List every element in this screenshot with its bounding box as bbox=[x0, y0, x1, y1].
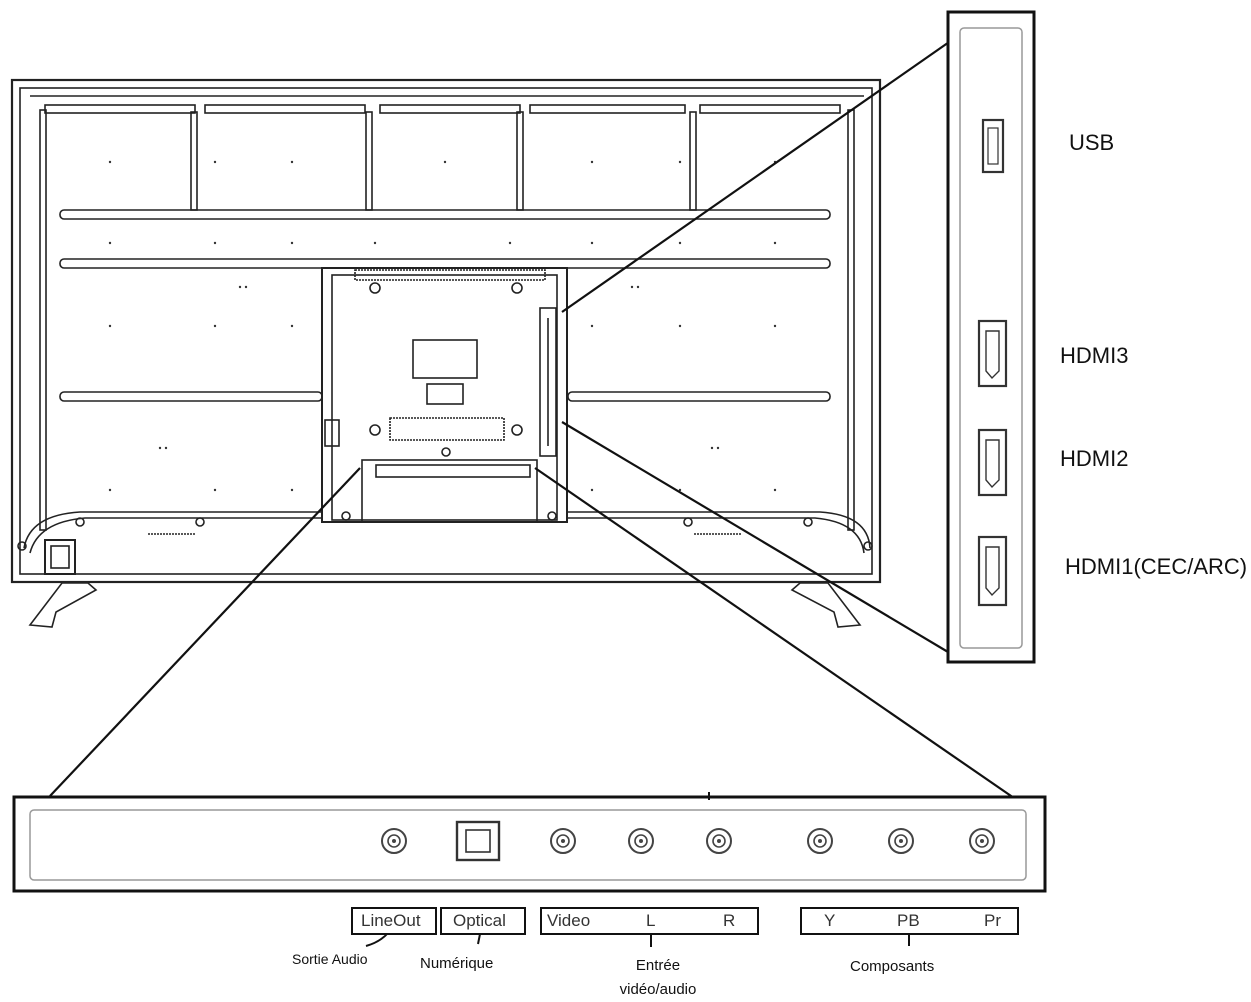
callout-lines bbox=[49, 39, 1015, 799]
caption-sortie-audio: Sortie Audio bbox=[292, 951, 368, 967]
jack-label-lineout: LineOut bbox=[361, 911, 421, 930]
caption-composants: Composants bbox=[850, 958, 935, 975]
rca-jack-pr-icon bbox=[969, 828, 995, 854]
jack-label-l: L bbox=[646, 911, 656, 930]
side-port-hdmi1-icon bbox=[977, 535, 1008, 607]
rca-jack-y-icon bbox=[807, 828, 833, 854]
rca-jack-video-icon bbox=[550, 828, 576, 854]
side-port-usb-icon bbox=[981, 118, 1005, 174]
port-label-hdmi3: HDMI3 bbox=[1060, 343, 1129, 368]
caption-entree-video-audio: Entrée vidéo/audio bbox=[619, 957, 697, 998]
side-port-hdmi3-icon bbox=[977, 319, 1008, 388]
port-label-hdmi2: HDMI2 bbox=[1060, 446, 1129, 471]
jack-label-y: Y bbox=[824, 911, 836, 930]
jack-label-r: R bbox=[723, 911, 736, 930]
label-box-component: Y PB Pr bbox=[800, 907, 1019, 935]
jack-label-video: Video bbox=[547, 911, 591, 930]
jack-label-optical: Optical bbox=[453, 911, 506, 930]
rca-jack-audio-r-icon bbox=[706, 828, 732, 854]
rca-jack-audio-l-icon bbox=[628, 828, 654, 854]
label-box-optical: Optical bbox=[440, 907, 526, 935]
rca-jack-lineout-icon bbox=[381, 828, 407, 854]
port-label-usb: USB bbox=[1069, 130, 1115, 155]
bottom-panel-zoom bbox=[12, 792, 1047, 893]
side-port-hdmi2-icon bbox=[977, 428, 1008, 497]
jack-label-pr: Pr bbox=[984, 911, 1001, 930]
label-box-video-audio: Video L R bbox=[540, 907, 759, 935]
side-panel-zoom bbox=[946, 10, 1036, 664]
tv-rear-mount-dots bbox=[108, 160, 777, 492]
label-box-lineout: LineOut bbox=[351, 907, 437, 935]
rca-jack-pb-icon bbox=[888, 828, 914, 854]
jack-label-pb: PB bbox=[897, 911, 920, 930]
optical-port-icon bbox=[455, 820, 501, 862]
caption-numerique: Numérique bbox=[420, 955, 494, 972]
caption-leader-lines bbox=[365, 932, 910, 947]
port-label-hdmi1: HDMI1(CEC/ARC) bbox=[1065, 554, 1248, 579]
